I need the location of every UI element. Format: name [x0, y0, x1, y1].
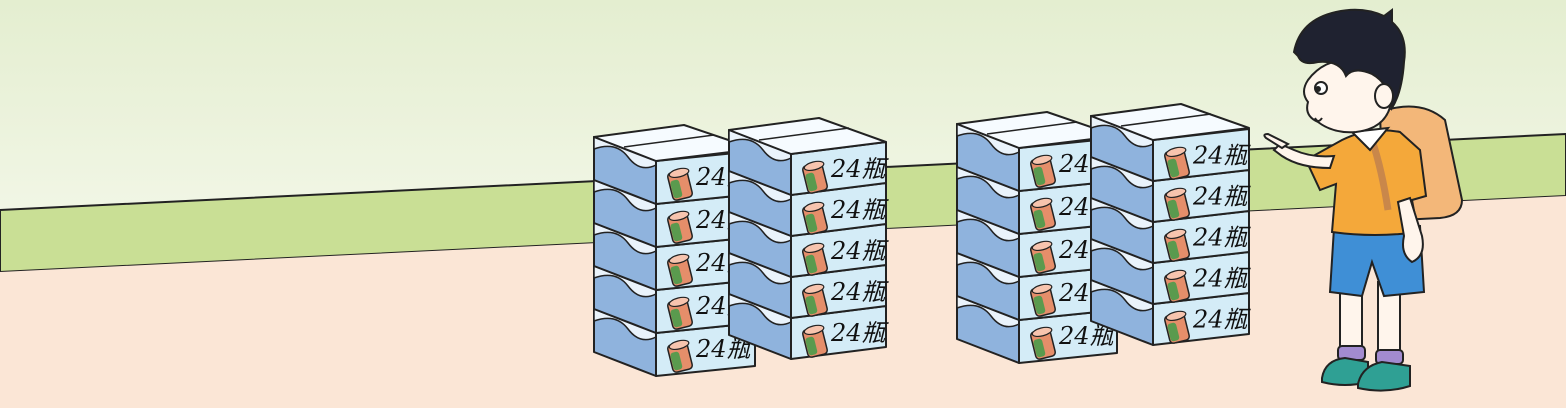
box: 24瓶 [1090, 196, 1252, 264]
can-icon [667, 210, 693, 244]
can-icon [1164, 269, 1190, 303]
box: 24瓶 [1090, 114, 1252, 182]
box-top-seam [986, 121, 1078, 135]
can-icon [667, 167, 693, 201]
can-icon [1030, 240, 1056, 274]
can-icon [667, 296, 693, 330]
box-label: 24瓶 [1192, 224, 1252, 252]
box-label: 24瓶 [830, 278, 890, 306]
box: 24瓶 [956, 251, 1118, 321]
box-top-seam [1120, 113, 1212, 127]
box-top [1090, 103, 1250, 141]
box-label: 24瓶 [1192, 306, 1252, 334]
can-icon [802, 201, 828, 235]
box-label: 24瓶 [830, 319, 890, 347]
right-shoe [1357, 360, 1411, 392]
box-label: 24瓶 [1192, 265, 1252, 293]
can-icon [1164, 187, 1190, 221]
boy-character [1263, 8, 1464, 392]
ear [1374, 83, 1394, 109]
can-icon [1030, 326, 1056, 360]
can-icon [802, 324, 828, 358]
stack-2: 24瓶 24瓶 24瓶 24瓶 24瓶 [728, 117, 890, 360]
can-icon [802, 242, 828, 276]
can-icon [1030, 283, 1056, 317]
mouth [1314, 117, 1323, 122]
pupil [1315, 86, 1321, 92]
hair [1292, 8, 1406, 112]
right-arm [1396, 196, 1424, 264]
box: 24瓶 [1090, 237, 1252, 305]
can-icon [667, 253, 693, 287]
can-icon [1030, 154, 1056, 188]
can-icon [802, 283, 828, 317]
box-label: 24瓶 [1192, 142, 1252, 170]
box-top-seam [758, 127, 850, 141]
stack-4: 24瓶 24瓶 24瓶 24瓶 24瓶 [1090, 103, 1252, 346]
can-icon [1164, 228, 1190, 262]
box-top [728, 117, 887, 155]
can-icon [667, 339, 693, 373]
pointing-finger [1263, 132, 1290, 150]
can-icon [802, 160, 828, 194]
box: 24瓶 [956, 294, 1118, 364]
box: 24瓶 [728, 292, 890, 360]
box: 24瓶 [728, 169, 890, 237]
box-label: 24瓶 [1192, 183, 1252, 211]
box: 24瓶 [1090, 155, 1252, 223]
box: 24瓶 [728, 251, 890, 319]
can-icon [1164, 310, 1190, 344]
box-label: 24瓶 [830, 196, 890, 224]
collar [1349, 126, 1391, 152]
box-label: 24瓶 [830, 237, 890, 265]
box-top-seam [623, 134, 715, 148]
can-icon [1030, 197, 1056, 231]
can-icon [1164, 146, 1190, 180]
box-stacks: 24瓶24瓶24瓶24瓶24瓶24瓶24瓶24瓶24瓶24瓶24瓶24瓶24瓶2… [593, 103, 1252, 377]
box: 24瓶 [593, 307, 756, 377]
box: 24瓶 [1090, 278, 1252, 346]
box-label: 24瓶 [830, 155, 890, 183]
